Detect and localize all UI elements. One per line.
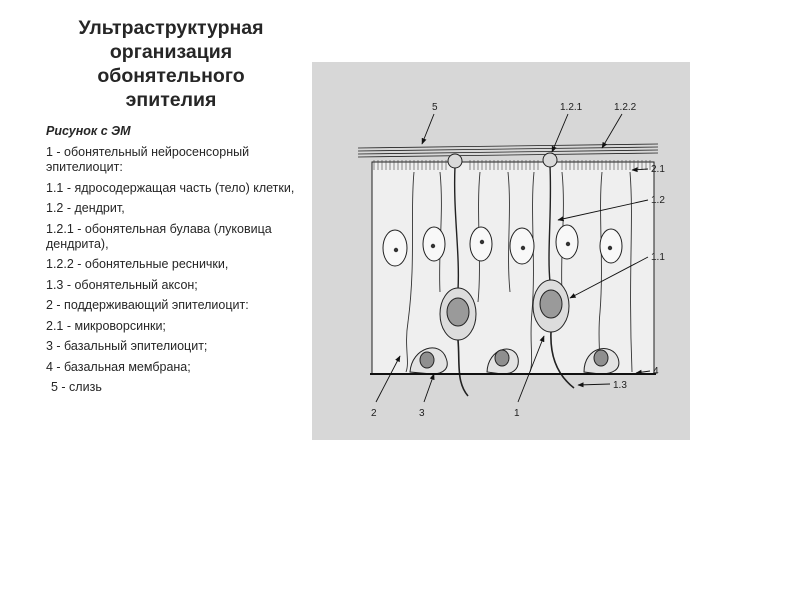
- title-line: Ультраструктурная: [78, 17, 264, 39]
- label-5: 5: [432, 102, 438, 113]
- label-4: 4: [653, 366, 659, 377]
- label-2-1: 2.1: [651, 164, 665, 175]
- legend-item: 1.2 - дендрит,: [46, 201, 125, 215]
- label-1-1: 1.1: [651, 252, 665, 263]
- title-line: организация: [109, 41, 233, 63]
- legend-item: 2 - поддерживающий эпителиоцит:: [46, 298, 249, 312]
- epithelium-figure: 5 1.2.1 1.2.2 2.1 1.2 1.1 4 1.3 2 3 1: [312, 62, 690, 440]
- microvilli: [373, 160, 651, 170]
- slide-title: Ультраструктурная организация обонятельн…: [40, 16, 302, 112]
- basal-cells: [409, 347, 620, 375]
- leader-lines: [375, 113, 651, 403]
- legend-item: 4 - базальная мембрана;: [46, 359, 191, 374]
- supporting-cell-borders: [405, 171, 633, 373]
- dendrites: [453, 165, 552, 291]
- label-1-3: 1.3: [613, 380, 627, 391]
- legend-item: 1.2.1 - обонятельная булава (луковица де…: [46, 221, 272, 251]
- epithelium-block: [371, 161, 655, 375]
- olfactory-bulbs: [447, 152, 558, 169]
- nucleoli: [393, 239, 613, 253]
- mucus-layer: [357, 143, 659, 158]
- neuron-bodies: [439, 279, 570, 341]
- legend-item: 2.1 - микроворсинки;: [46, 318, 166, 333]
- legend-item: 1.2.2 - обонятельные реснички,: [46, 257, 229, 271]
- legend-item: 1.3 - обонятельный аксон;: [46, 277, 198, 292]
- label-1: 1: [514, 408, 520, 419]
- epithelium-diagram: 5 1.2.1 1.2.2 2.1 1.2 1.1 4 1.3 2 3 1: [357, 102, 665, 419]
- label-1-2-2: 1.2.2: [614, 102, 637, 113]
- label-2: 2: [371, 408, 377, 419]
- label-3: 3: [419, 408, 425, 419]
- title-line: обонятельного: [97, 65, 245, 87]
- label-1-2: 1.2: [651, 195, 665, 206]
- supporting-cell-nuclei: [382, 224, 623, 267]
- legend-item: 5 - слизь: [51, 380, 102, 394]
- legend-heading: Рисунок с ЭМ: [46, 124, 131, 138]
- legend-item: 3 - базальный эпителиоцит;: [46, 339, 208, 353]
- title-line: эпителия: [125, 89, 217, 111]
- label-1-2-1: 1.2.1: [560, 102, 583, 113]
- figure-legend: Рисунок с ЭМ 1 - обонятельный нейросенсо…: [46, 124, 308, 401]
- legend-item: 1 - обонятельный нейросенсорный эпителио…: [46, 145, 250, 174]
- axons: [457, 331, 575, 397]
- legend-item: 1.1 - ядросодержащая часть (тело) клетки…: [46, 180, 295, 195]
